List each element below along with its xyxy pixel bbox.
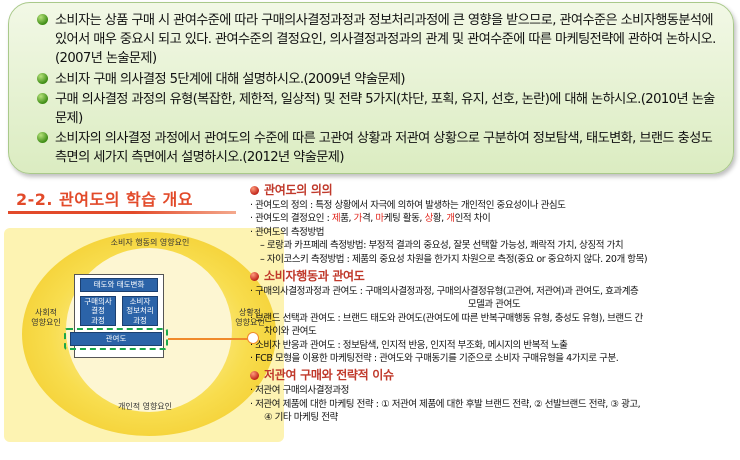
decision-process-box: 구매의사 결정 과정 — [80, 296, 116, 326]
exam-questions-box: 소비자는 상품 구매 시 관여수준에 따라 구매의사결정과정과 정보처리과정에 … — [8, 2, 734, 174]
section-heading: 저관여 구매와 전략적 이슈 — [250, 368, 738, 383]
section-title: 2-2. 관여도의 학습 개요 — [16, 190, 193, 209]
situational-factor-label: 상황적 영향요인 — [235, 308, 265, 327]
green-bullet-icon — [37, 72, 48, 84]
attitude-box: 태도와 태도변화 — [80, 278, 158, 292]
behavior-line-cont: 모델과 관여도 — [467, 299, 521, 311]
involvement-diagram: 소비자 행동의 영향요인 사회적 영향요인 상황적 영향요인 개인적 영향요인 … — [4, 222, 286, 450]
question-item: 구매 의사결정 과정의 유형(복잡한, 제한적, 일상적) 및 전략 5가지(차… — [37, 90, 719, 128]
outer-label: 소비자 행동의 영향요인 — [110, 238, 190, 247]
strategy-line: · 저관여 제품에 대한 마케팅 전략 : ① 저관여 제품에 대한 후발 브랜… — [250, 398, 641, 410]
behavior-line-cont: 차이와 관여도 — [264, 326, 317, 338]
section-consumer-behavior: 소비자행동과 관여도 · 구매의사결정과정과 관여도 : 구매의사결정과정, 구… — [250, 269, 738, 365]
green-bullet-icon — [37, 132, 48, 144]
section-title-underline — [8, 211, 236, 214]
personal-factor-label: 개인적 영향요인 — [117, 402, 173, 411]
info-processing-box: 소비자 정보처리 과정 — [122, 296, 158, 326]
red-bullet-icon — [250, 186, 259, 195]
measurement-sub-line: – 자이코스키 측정방법 : 제품의 중요성 차원을 한가지 차원으로 측정(중… — [260, 253, 648, 265]
red-bullet-icon — [250, 371, 259, 381]
section-heading: 관여도의 의의 — [250, 183, 738, 198]
strategy-line: · 저관여 구매의사결정과정 — [250, 385, 349, 397]
involvement-box: 관여도 — [70, 332, 162, 346]
question-item: 소비자의 의사결정 과정에서 관여도의 수준에 따른 고관여 상황과 저관여 상… — [37, 129, 719, 167]
behavior-line: · FCB 모형을 이용한 마케팅전략 : 관여도와 구매동기를 기준으로 소비… — [250, 353, 619, 365]
arrow-line — [168, 338, 248, 340]
measurement-line: · 관여도의 측정방법 — [250, 226, 325, 238]
green-bullet-icon — [37, 14, 48, 25]
measurement-sub-line: – 로랑과 카프페레 측정방법: 부정적 결과의 중요성, 잘못 선택할 가능성… — [260, 240, 624, 252]
strategy-line-cont: ④ 기타 마케팅 전략 — [264, 412, 338, 424]
behavior-line: · 소비자 반응과 관여도 : 정보탐색, 인지적 반응, 인지적 부조화, 메… — [250, 339, 568, 351]
green-bullet-icon — [37, 92, 48, 104]
involvement-highlight — [64, 328, 168, 350]
red-bullet-icon — [250, 272, 259, 282]
section-significance: 관여도의 의의 · 관여도의 정의 : 특정 상황에서 자극에 의하여 발생하는… — [250, 183, 738, 266]
section-heading: 소비자행동과 관여도 — [250, 269, 738, 284]
behavior-line: · 브랜드 선택과 관여도 : 브랜드 태도와 관여도(관여도에 따른 반복구매… — [250, 312, 643, 324]
overview-text: 관여도의 의의 · 관여도의 정의 : 특정 상황에서 자극에 의하여 발생하는… — [250, 183, 738, 428]
determinants-line: · 관여도의 결정요인 : 제품, 가격, 마케팅 활동, 상황, 개인적 차이 — [250, 213, 491, 225]
question-item: 소비자 구매 의사결정 5단계에 대해 설명하시오.(2009년 약술문제) — [37, 70, 719, 89]
circle-marker-icon — [247, 332, 259, 344]
definition-line: · 관여도의 정의 : 특정 상황에서 자극에 의하여 발생하는 개인적인 중요… — [250, 200, 566, 211]
behavior-line: · 구매의사결정과정과 관여도 : 구매의사결정과정, 구매의사결정유형(고관여… — [250, 286, 639, 298]
section-low-involvement: 저관여 구매와 전략적 이슈 · 저관여 구매의사결정과정 · 저관여 제품에 … — [250, 368, 738, 424]
question-item: 소비자는 상품 구매 시 관여수준에 따라 구매의사결정과정과 정보처리과정에 … — [37, 11, 719, 69]
social-factor-label: 사회적 영향요인 — [31, 308, 61, 327]
